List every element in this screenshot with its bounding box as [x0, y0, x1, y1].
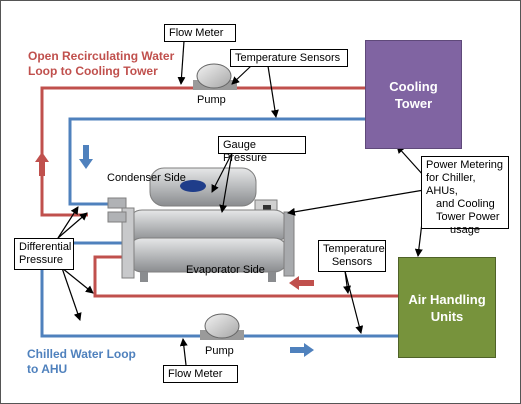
- power-metering-line3: and Cooling: [436, 198, 495, 210]
- chilled-loop-title: Chilled Water Loop to AHU: [27, 347, 136, 377]
- chilled-return-pipe: [93, 255, 398, 298]
- flow-arrow-left-icon: [289, 276, 314, 290]
- differential-pressure-line2: Pressure: [19, 254, 64, 266]
- temperature-sensors-bottom-line2: Sensors: [331, 256, 373, 268]
- power-metering-line5: usage: [450, 224, 480, 236]
- power-metering-box: Power Metering for Chiller, AHUs, and Co…: [421, 156, 509, 236]
- temperature-sensors-top-label: Temperature Sensors: [235, 52, 341, 64]
- flow-arrow-right-icon: [290, 343, 314, 357]
- pump-top-icon: [193, 63, 237, 90]
- flow-meter-top-label: Flow Meter: [169, 27, 224, 39]
- differential-pressure-box: Differential Pressure: [14, 238, 74, 270]
- evaporator-side-label: Evaporator Side: [186, 264, 265, 276]
- differential-pressure-line1: Differential: [19, 241, 72, 253]
- chilled-loop-title-line2: to AHU: [27, 362, 68, 376]
- gauge-pressure-label: Gauge Pressure: [223, 139, 268, 164]
- condenser-return-pipe: [68, 117, 366, 206]
- chilled-loop-title-line1: Chilled Water Loop: [27, 347, 136, 361]
- flow-meter-top-box: Flow Meter: [164, 24, 236, 42]
- condenser-loop-title-line1: Open Recirculating Water: [28, 49, 175, 63]
- power-metering-line1: Power Metering: [426, 159, 504, 171]
- pump-top-label: Pump: [197, 94, 226, 106]
- pump-bottom-label: Pump: [205, 345, 234, 357]
- chiller-icon: [107, 167, 295, 282]
- cooling-tower-box: Cooling Tower: [365, 40, 462, 149]
- temperature-sensors-top-box: Temperature Sensors: [230, 49, 348, 67]
- air-handling-units-box: Air Handling Units: [398, 257, 496, 358]
- flow-meter-bottom-box: Flow Meter: [163, 365, 238, 383]
- cooling-tower-label-line2: Tower: [394, 95, 433, 111]
- condenser-loop-title-line2: Loop to Cooling Tower: [28, 64, 158, 78]
- flow-arrow-up-icon: [35, 152, 49, 176]
- condenser-loop-title: Open Recirculating Water Loop to Cooling…: [28, 49, 174, 79]
- ahu-label-line2: Units: [430, 308, 464, 324]
- temperature-sensors-bottom-box: Temperature Sensors: [318, 240, 386, 272]
- gauge-pressure-box: Gauge Pressure: [218, 136, 306, 164]
- flow-arrow-down-icon: [79, 145, 93, 169]
- pump-bottom-icon: [200, 313, 244, 340]
- ahu-label-line1: Air Handling: [408, 291, 486, 307]
- flow-meter-bottom-label: Flow Meter: [168, 368, 223, 380]
- power-metering-line4: Tower Power: [436, 211, 500, 223]
- cooling-tower-label-line1: Cooling: [389, 78, 438, 94]
- condenser-side-label: Condenser Side: [107, 172, 186, 184]
- power-metering-line2: for Chiller, AHUs,: [426, 172, 476, 197]
- temperature-sensors-bottom-line1: Temperature: [323, 243, 385, 255]
